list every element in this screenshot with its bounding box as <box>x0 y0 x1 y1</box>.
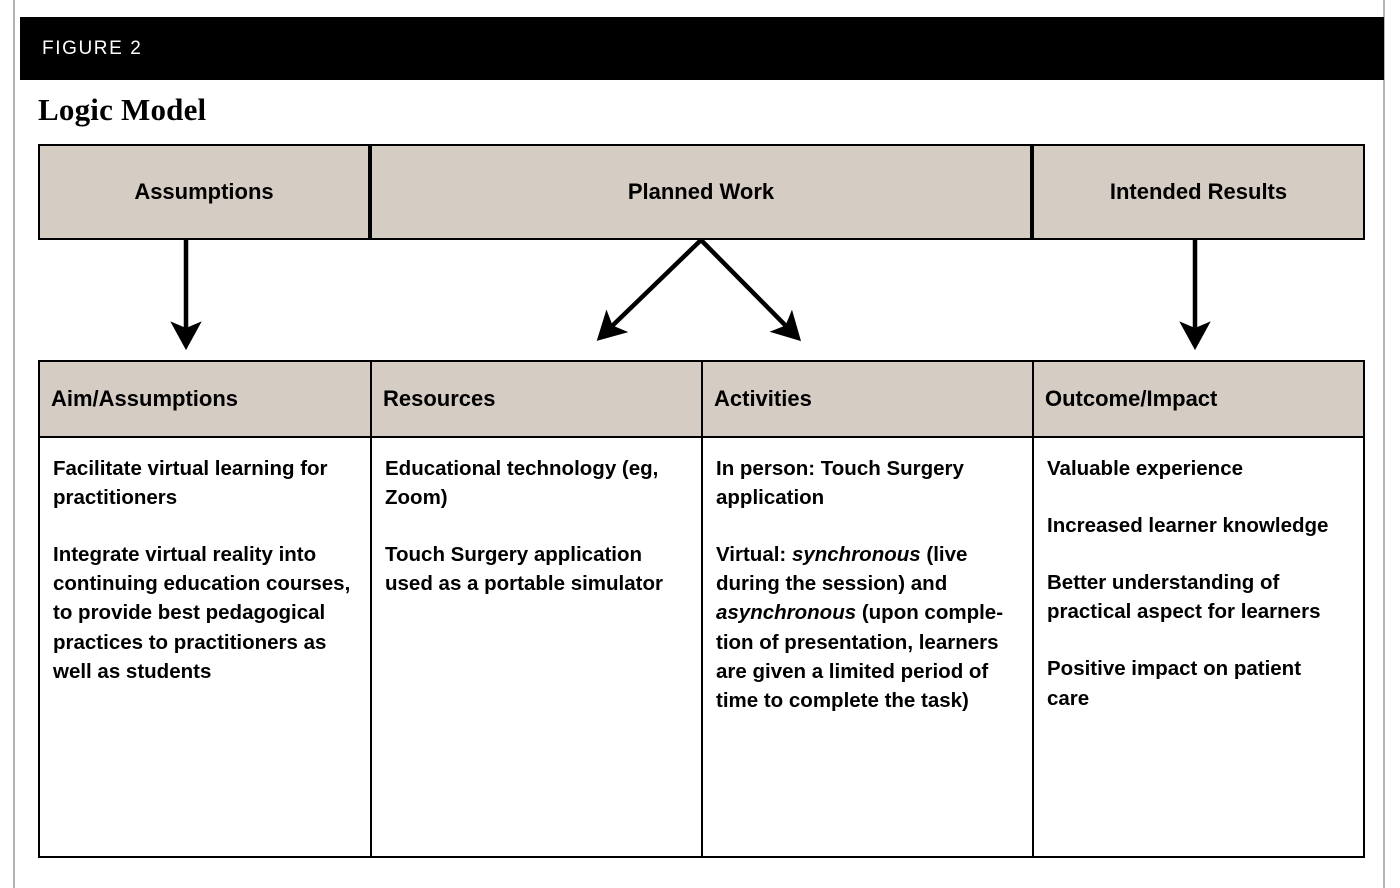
cell-paragraph: Educational technology (eg, Zoom) <box>385 457 659 510</box>
cell-paragraph: Valuable experience <box>1047 457 1244 480</box>
figure-banner: FIGURE 2 <box>20 17 1384 80</box>
matrix-column-aim-assumptions: Aim/Assumptions Facilitate virtual learn… <box>40 362 372 856</box>
cell-paragraph: Facilitate virtual learn­ing for practit… <box>53 457 328 510</box>
cell-paragraph: Integrate virtual re­ality into continui… <box>53 543 351 683</box>
cell-paragraph: Positive impact on patient care <box>1047 657 1302 710</box>
page-rule-right <box>1383 0 1385 888</box>
matrix-column-outcome-impact: Outcome/Impact Valuable experience Incre… <box>1034 362 1363 856</box>
stage-box-assumptions: Assumptions <box>38 144 370 240</box>
matrix-header-outcome-impact: Outcome/Impact <box>1034 362 1363 438</box>
matrix-header-activities: Activities <box>703 362 1032 438</box>
matrix-body-activities: In person: Touch Surgery application Vir… <box>703 438 1032 856</box>
cell-paragraph: Touch Surgery applica­tion used as a por… <box>385 543 663 596</box>
matrix-column-activities: Activities In person: Touch Surgery appl… <box>703 362 1034 856</box>
cell-paragraph: Better understanding of practical aspect… <box>1047 571 1321 624</box>
page-rule-left <box>13 0 15 888</box>
arrow-planned-work-to-resources <box>596 238 703 341</box>
figure-title: Logic Model <box>38 92 207 127</box>
matrix-header-aim-assumptions: Aim/Assumptions <box>40 362 370 438</box>
stage-box-intended-results: Intended Results <box>1032 144 1365 240</box>
matrix-header-resources: Resources <box>372 362 701 438</box>
cell-paragraph: In person: Touch Surgery application <box>716 457 964 510</box>
figure-banner-label: FIGURE 2 <box>42 38 143 59</box>
cell-paragraph: Virtual: synchronous (live during the se… <box>716 543 1004 712</box>
matrix-body-resources: Educational technology (eg, Zoom) Touch … <box>372 438 701 856</box>
logic-model-matrix: Aim/Assumptions Facilitate virtual learn… <box>38 360 1365 858</box>
stage-box-planned-work: Planned Work <box>370 144 1032 240</box>
matrix-column-resources: Resources Educational technology (eg, Zo… <box>372 362 703 856</box>
matrix-body-aim-assumptions: Facilitate virtual learn­ing for practit… <box>40 438 370 856</box>
arrow-planned-work-to-activities <box>699 238 802 342</box>
matrix-body-outcome-impact: Valuable experience Increased learner kn… <box>1034 438 1363 856</box>
cell-paragraph: Increased learner knowledge <box>1047 514 1329 538</box>
